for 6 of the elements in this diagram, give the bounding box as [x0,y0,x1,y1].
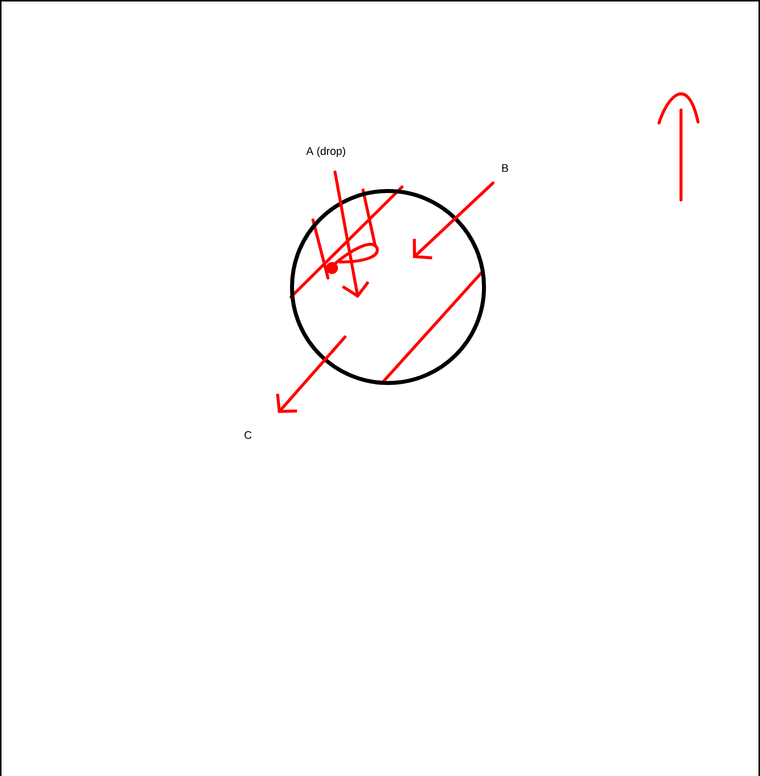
arrow [276,336,346,413]
node-label: B [502,164,508,172]
arrow [334,170,370,298]
arrow [412,182,494,260]
node-label: A (drop) [306,146,346,158]
node-label: C [244,431,252,439]
